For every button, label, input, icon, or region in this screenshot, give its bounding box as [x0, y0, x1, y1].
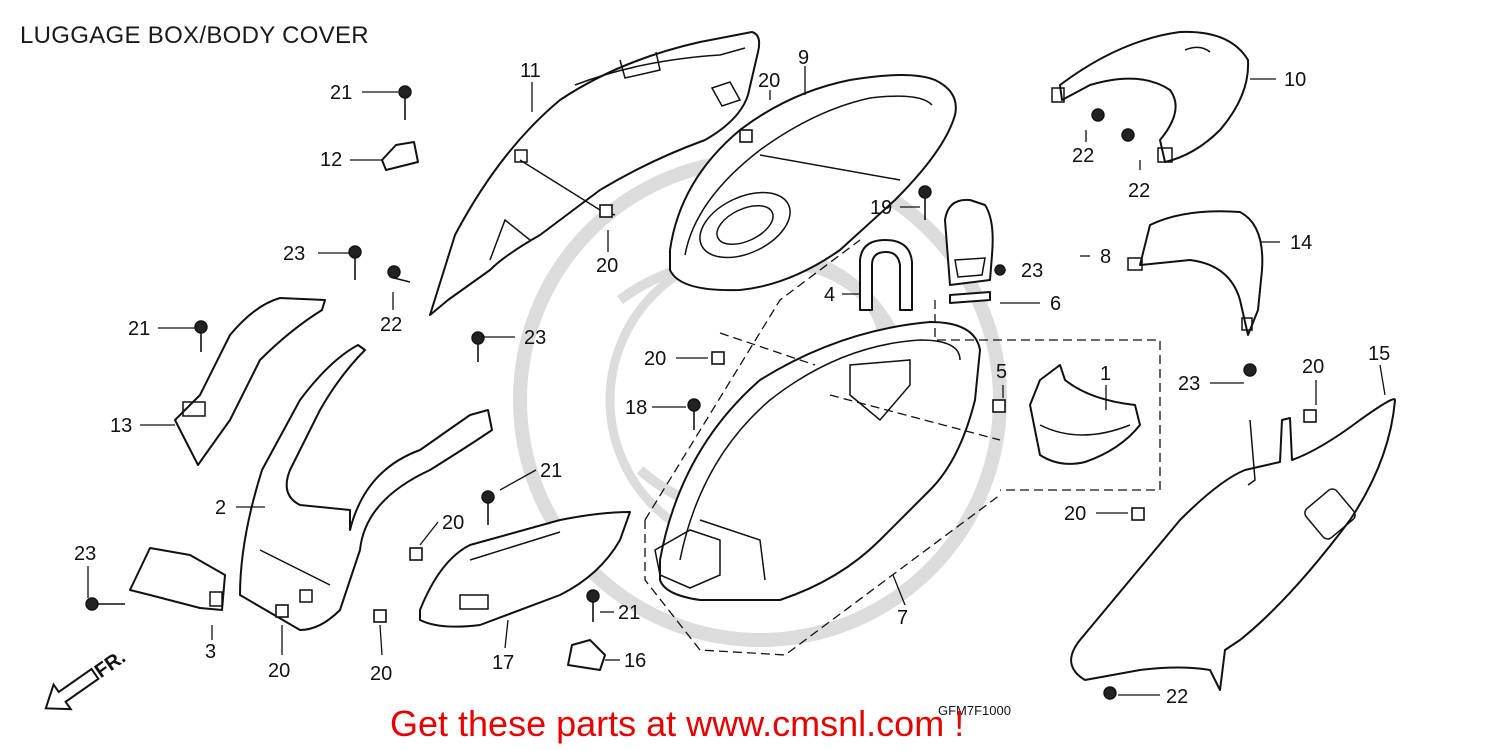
part-17-floor-side-cover[interactable]: [419, 511, 631, 628]
callout-21[interactable]: 21: [618, 602, 640, 624]
callout-5[interactable]: 5: [996, 361, 1007, 383]
callout-22[interactable]: 22: [380, 314, 402, 336]
part-12-clip[interactable]: [381, 141, 419, 171]
callout-23[interactable]: 23: [1178, 373, 1200, 395]
part-9-lid-mat[interactable]: [669, 74, 957, 292]
callout-22[interactable]: 22: [1128, 180, 1150, 202]
callout-19[interactable]: 19: [870, 197, 892, 219]
callout-20[interactable]: 20: [758, 70, 780, 92]
callout-21[interactable]: 21: [128, 318, 150, 340]
callout-23[interactable]: 23: [524, 327, 546, 349]
front-direction-arrow-icon: FR.: [44, 646, 130, 711]
part-10-rear-cover[interactable]: [1051, 30, 1250, 163]
callout-22[interactable]: 22: [1072, 145, 1094, 167]
part-16-clip[interactable]: [567, 639, 606, 671]
part-3-small-cover[interactable]: [129, 547, 226, 611]
callout-17[interactable]: 17: [492, 652, 514, 674]
part-8-lid-assembly[interactable]: [944, 198, 994, 304]
callout-3[interactable]: 3: [205, 641, 216, 663]
callout-4[interactable]: 4: [824, 284, 835, 306]
callout-20[interactable]: 20: [1302, 356, 1324, 378]
callout-23[interactable]: 23: [283, 243, 305, 265]
part-2-body-cover[interactable]: [239, 344, 493, 631]
callout-8[interactable]: 8: [1100, 246, 1111, 268]
drawing-code: GFM7F1000: [938, 703, 1011, 718]
callout-20[interactable]: 20: [596, 255, 618, 277]
callout-21[interactable]: 21: [330, 82, 352, 104]
callout-18[interactable]: 18: [625, 397, 647, 419]
callout-20[interactable]: 20: [644, 348, 666, 370]
callout-labels: 11 9 20 21 12 10 22 22 19 8 23 14 23 20 …: [74, 47, 1390, 708]
part-13-left-panel[interactable]: [174, 297, 326, 466]
callout-20[interactable]: 20: [268, 660, 290, 682]
callout-23[interactable]: 23: [74, 543, 96, 565]
callout-6[interactable]: 6: [1050, 293, 1061, 315]
callout-22[interactable]: 22: [1166, 686, 1188, 708]
assembly-lines: [644, 239, 1161, 656]
promo-link[interactable]: Get these parts at www.cmsnl.com !: [390, 703, 965, 744]
callout-20[interactable]: 20: [370, 663, 392, 685]
callout-2[interactable]: 2: [215, 497, 226, 519]
callout-15[interactable]: 15: [1368, 343, 1390, 365]
callout-20[interactable]: 20: [442, 512, 464, 534]
part-15-right-body-cover[interactable]: [1070, 398, 1396, 691]
part-7-luggage-box[interactable]: [654, 321, 981, 601]
part-14-tail-cover[interactable]: [1127, 210, 1264, 336]
callout-16[interactable]: 16: [624, 650, 646, 672]
callout-20[interactable]: 20: [1064, 503, 1086, 525]
fasteners: [85, 85, 1317, 700]
callout-1[interactable]: 1: [1100, 363, 1111, 385]
leader-lines: [87, 66, 1386, 696]
callout-23[interactable]: 23: [1021, 260, 1043, 282]
diagram-title: LUGGAGE BOX/BODY COVER: [20, 22, 369, 49]
callout-9[interactable]: 9: [798, 47, 809, 69]
callout-21[interactable]: 21: [540, 460, 562, 482]
callout-11[interactable]: 11: [520, 60, 541, 82]
callout-10[interactable]: 10: [1284, 69, 1306, 91]
callout-7[interactable]: 7: [897, 607, 908, 629]
callout-13[interactable]: 13: [110, 415, 132, 437]
callout-12[interactable]: 12: [320, 149, 342, 171]
part-1-inner-lid[interactable]: [1029, 364, 1141, 465]
part-4-band[interactable]: [859, 239, 913, 311]
callout-14[interactable]: 14: [1290, 232, 1312, 254]
